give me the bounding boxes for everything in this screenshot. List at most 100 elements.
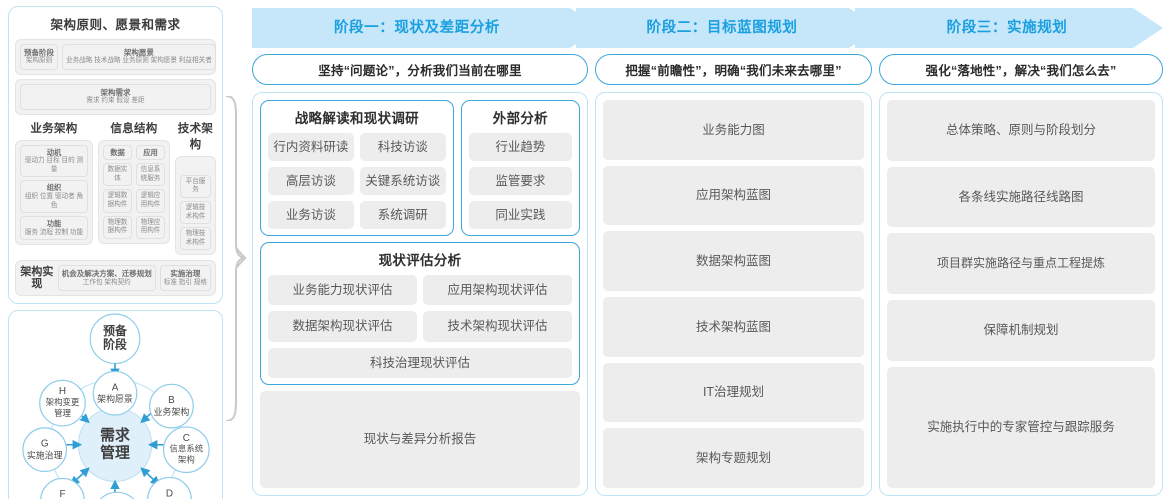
chip-p3-0[interactable]: 总体策略、原则与阶段划分: [887, 100, 1155, 161]
adm-cycle-card: 需求 管理 预备 阶段 A 架构愿景: [8, 310, 223, 499]
togaf-vision-sub: 业务战略 技术战略 业务原则 架构愿景 利益相关者: [66, 57, 212, 65]
adm-node-H-label1: 架构变更: [46, 397, 80, 407]
adm-node-G-label: 实施治理: [27, 450, 63, 461]
external-analysis-title: 外部分析: [492, 111, 548, 126]
current-assessment-title: 现状评估分析: [378, 253, 462, 268]
phase-3-panel: 总体策略、原则与阶段划分 各条线实施路径线路图 项目群实施路径与重点工程提炼 保…: [879, 92, 1163, 496]
phase-1-panel: 战略解读和现状调研 行内资料研读 科技访谈 高层访谈 关键系统访谈 业务访谈 系…: [252, 92, 588, 496]
pillar-cell: 物理技术构件: [180, 227, 211, 251]
togaf-requirements-head: 架构需求: [100, 87, 131, 97]
chip-assess-0[interactable]: 业务能力现状评估: [268, 275, 417, 306]
adm-node-D-key: D: [166, 488, 173, 499]
pillar-business-head: 业务架构: [30, 122, 78, 135]
chip-p2-2[interactable]: 数据架构蓝图: [603, 231, 864, 292]
adm-node-B-key: B: [168, 395, 175, 406]
phase-3-subtitle: 强化“落地性”，解决“我们怎么去”: [879, 54, 1163, 85]
chip-strategy-3[interactable]: 关键系统访谈: [359, 167, 446, 195]
phases-region: 阶段一：现状及差距分析 阶段二：目标蓝图规划 阶段三：实施规划 坚持“问题论”，…: [252, 4, 1163, 496]
pillar-cell: 动机 驱动力 目标 目的 测量: [20, 144, 88, 178]
chip-p2-3[interactable]: 技术架构蓝图: [603, 297, 864, 357]
togaf-pillar-technology: 技术架构 平台服务 逻辑技术构件 物理技术构件: [175, 120, 216, 256]
phase-3-header-shape: [855, 8, 1163, 48]
adm-node-H-label2: 管理: [54, 408, 71, 418]
phase-2-panel: 业务能力图 应用架构蓝图 数据架构蓝图 技术架构蓝图 IT治理规划 架构专题规划: [595, 92, 872, 496]
togaf-prelim-head: 预备阶段: [24, 48, 54, 57]
togaf-footer-band: 架构实现 机会及解决方案、迁移规划 工作包 架构契约 实施治理 标准 指引 规格: [15, 260, 216, 297]
pillar-technology-head: 技术架构: [177, 122, 214, 151]
chip-p2-5[interactable]: 架构专题规划: [603, 428, 864, 489]
chip-assess-3[interactable]: 技术架构现状评估: [423, 311, 572, 342]
chip-strategy-2[interactable]: 高层访谈: [268, 167, 354, 195]
togaf-requirements-sub: 需求 约束 假设 差距: [86, 97, 145, 105]
pillar-cell: 应用: [136, 144, 165, 161]
chip-strategy-0[interactable]: 行内资料研读: [268, 133, 354, 161]
phase-3-header: 阶段三：实施规划: [946, 19, 1068, 36]
strategy-survey-title: 战略解读和现状调研: [294, 111, 419, 126]
togaf-top-band: 预备阶段 架构原则 架构愿景 业务战略 技术战略 业务原则 架构愿景 利益相关者: [15, 39, 216, 75]
chip-strategy-1[interactable]: 科技访谈: [359, 133, 446, 161]
togaf-footer-item: 实施治理 标准 指引 规格: [159, 265, 211, 292]
togaf-prelim-sub: 架构原则: [25, 57, 53, 65]
adm-node-A-label: 架构愿景: [97, 393, 133, 404]
chip-strategy-4[interactable]: 业务访谈: [268, 201, 354, 229]
chip-strategy-5[interactable]: 系统调研: [359, 201, 446, 229]
chip-assess-2[interactable]: 数据架构现状评估: [268, 311, 417, 342]
adm-node-H-key: H: [59, 386, 66, 397]
pillar-cell: 逻辑数据构件: [103, 189, 132, 213]
chip-assess-wide[interactable]: 科技治理现状评估: [268, 347, 572, 378]
phase-2-header: 阶段二：目标蓝图规划: [646, 19, 798, 36]
pillar-cell: 平台服务: [180, 174, 211, 198]
pillar-cell: 数据: [103, 144, 132, 161]
togaf-vision-cell: 架构愿景 业务战略 技术战略 业务原则 架构愿景 利益相关者: [62, 44, 216, 70]
adm-prelim-line2: 阶段: [103, 338, 127, 352]
togaf-title: 架构原则、愿景和需求: [50, 18, 181, 32]
adm-node-A-key: A: [112, 382, 119, 393]
adm-center-line1: 需求: [100, 426, 130, 444]
pillar-cell: 物理应用构件: [136, 215, 165, 239]
togaf-requirements-band: 架构需求 需求 约束 假设 差距: [15, 78, 216, 115]
togaf-framework-card: 架构原则、愿景和需求 预备阶段 架构原则 架构愿景 业务战略 技术战略 业务原则…: [8, 6, 223, 305]
phase-1-subtitle: 坚持“问题论”，分析我们当前在哪里: [252, 54, 588, 85]
pillar-cell: 逻辑应用构件: [136, 189, 165, 213]
chip-p3-3[interactable]: 保障机制规划: [887, 300, 1155, 361]
chip-p3-1[interactable]: 各条线实施路径线路图: [887, 166, 1155, 228]
phase-1-header: 阶段一：现状及差距分析: [333, 19, 501, 36]
pillar-cell: 数据实体: [103, 163, 132, 187]
pillar-cell: 信息系统服务: [136, 163, 165, 187]
togaf-pillar-business: 业务架构 动机 驱动力 目标 目的 测量 组织 组织 位置 驱动者 角色 功能: [15, 120, 93, 255]
strategy-survey-box: 战略解读和现状调研 行内资料研读 科技访谈 高层访谈 关键系统访谈 业务访谈 系…: [260, 100, 454, 236]
chip-p2-1[interactable]: 应用架构蓝图: [603, 165, 864, 226]
pillar-cell: 逻辑技术构件: [180, 201, 211, 225]
phase-header-band: [252, 8, 1163, 48]
togaf-requirements-cell: 架构需求 需求 约束 假设 差距: [20, 83, 211, 110]
adm-node-C-key: C: [183, 433, 190, 444]
left-column: 架构原则、愿景和需求 预备阶段 架构原则 架构愿景 业务战略 技术战略 业务原则…: [8, 6, 223, 499]
left-to-phase-bracket: [225, 96, 247, 421]
chip-p2-4[interactable]: IT治理规划: [603, 362, 864, 423]
chip-external-0[interactable]: 行业趋势: [468, 133, 572, 161]
togaf-pillars: 业务架构 动机 驱动力 目标 目的 测量 组织 组织 位置 驱动者 角色 功能: [15, 120, 216, 256]
chip-external-2[interactable]: 同业实践: [468, 201, 572, 229]
chip-gap-report[interactable]: 现状与差异分析报告: [260, 391, 580, 488]
pillar-cell: 组织 组织 位置 驱动者 角色: [20, 180, 88, 214]
pillar-information-head: 信息结构: [110, 122, 158, 135]
phase-1-header-shape: [252, 8, 600, 48]
togaf-pillar-information: 信息结构 数据 数据实体 逻辑数据构件: [98, 120, 170, 255]
chip-p3-2[interactable]: 项目群实施路径与重点工程提炼: [887, 233, 1155, 295]
phase-2-header-shape: [576, 8, 879, 48]
togaf-prelim-cell: 预备阶段 架构原则: [20, 44, 58, 70]
adm-prelim-line1: 预备: [103, 324, 128, 338]
external-analysis-box: 外部分析 行业趋势 监管要求 同业实践: [460, 100, 580, 236]
chip-assess-1[interactable]: 应用架构现状评估: [423, 275, 572, 306]
adm-node-B-label: 业务架构: [154, 406, 190, 417]
chip-p2-0[interactable]: 业务能力图: [603, 100, 864, 160]
chip-external-1[interactable]: 监管要求: [468, 167, 572, 195]
chip-p3-4[interactable]: 实施执行中的专家管控与跟踪服务: [887, 366, 1155, 489]
adm-node-C-label1: 信息系统: [170, 444, 204, 454]
adm-center-line2: 管理: [100, 444, 130, 462]
pillar-cell: 功能 服务 流程 控制 功能: [20, 216, 88, 241]
pillar-cell: 物理数据构件: [103, 215, 132, 239]
adm-cycle-svg: 需求 管理 预备 阶段 A 架构愿景: [22, 313, 210, 499]
togaf-vision-head: 架构愿景: [123, 48, 154, 57]
